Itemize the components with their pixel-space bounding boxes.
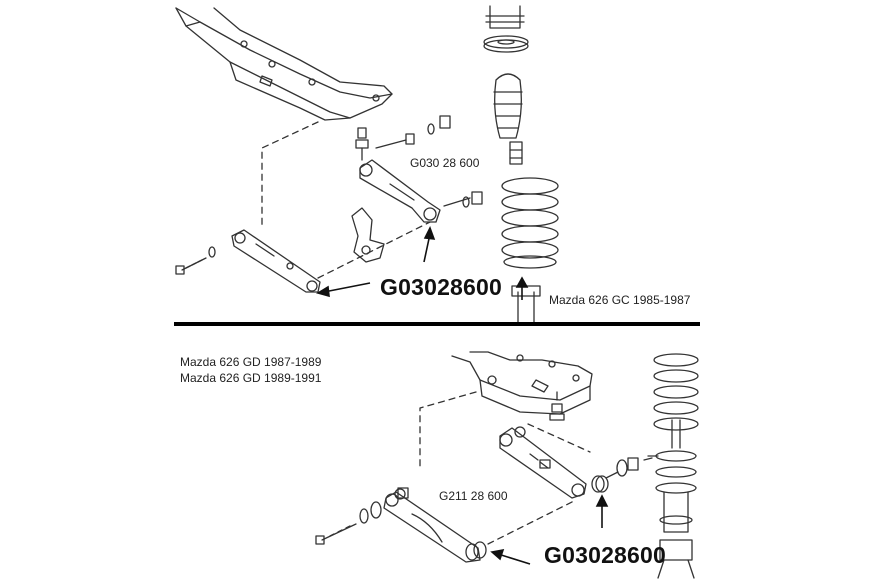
bottom-axle-dash — [487, 499, 577, 545]
bottom-bushing-arrow — [595, 494, 609, 528]
top-link-arrow — [423, 225, 436, 263]
top-subframe — [175, 7, 393, 121]
top-arm-arrow — [315, 282, 371, 298]
top-link-part-label: G030 28 600 — [410, 156, 480, 170]
bottom-link-part-label: G211 28 600 — [439, 489, 508, 503]
top-part-number: G03028600 — [380, 274, 503, 300]
bottom-arm-arrow — [490, 548, 531, 565]
top-knuckle — [351, 207, 385, 263]
bottom-leader-dash-right — [527, 423, 591, 453]
bottom-lateral-link — [499, 426, 587, 499]
top-leader-dash — [261, 121, 319, 227]
bottom-lower-bolt — [315, 487, 409, 545]
bottom-link-hardware — [591, 455, 659, 493]
bottom-frame-bolt — [549, 391, 565, 421]
bottom-model-caption-2: Mazda 626 GD 1989-1991 — [180, 371, 322, 385]
top-frame-bolt — [355, 127, 369, 161]
top-lateral-link — [359, 159, 441, 223]
bottom-subframe — [451, 351, 593, 415]
bottom-lower-arm — [383, 488, 487, 563]
bottom-model-caption-1: Mazda 626 GD 1987-1989 — [180, 355, 322, 369]
bottom-strut-assembly — [653, 353, 699, 579]
top-model-caption: Mazda 626 GC 1985-1987 — [549, 293, 691, 307]
top-link-hardware — [375, 115, 483, 208]
top-axle-dash — [317, 221, 431, 279]
top-strut-arrow — [515, 276, 529, 300]
bottom-part-number: G03028600 — [544, 542, 667, 568]
top-lower-arm — [231, 229, 321, 293]
top-strut-assembly — [483, 5, 559, 323]
bottom-leader-dash-left — [419, 391, 477, 469]
top-lower-bolt — [175, 246, 216, 275]
